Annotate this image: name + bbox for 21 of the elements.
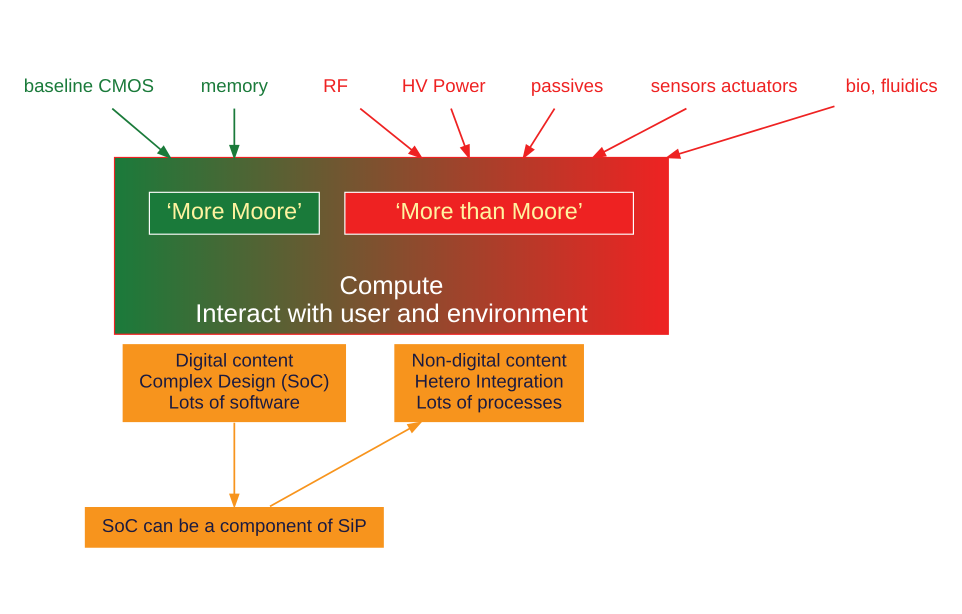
node-text: RF [323,74,348,96]
node-text: sensors actuators [650,74,798,96]
node-text: passives [530,74,604,96]
node-text: memory [200,74,268,96]
arrow [360,107,424,159]
node-text: bio, fluidics [846,74,938,96]
node-box: SoC can be a component of SiP [84,505,386,548]
node-box: Non-digital content Hetero Integration Lots of processes [393,342,586,423]
arrow [270,420,422,507]
arrow [229,108,240,160]
node-text: baseline CMOS [24,74,154,96]
arrow [591,107,687,158]
arrow [229,422,240,508]
node-box: Digital content Complex Design (SoC) Lots of software [121,342,348,423]
node-text: HV Power [402,74,486,96]
arrow [450,108,470,160]
node-box: ‘More Moore’ [148,191,320,234]
arrow [112,107,172,159]
node-box: ‘More than Moore’ [344,191,634,234]
arrow [522,108,556,160]
arrow [665,104,835,158]
